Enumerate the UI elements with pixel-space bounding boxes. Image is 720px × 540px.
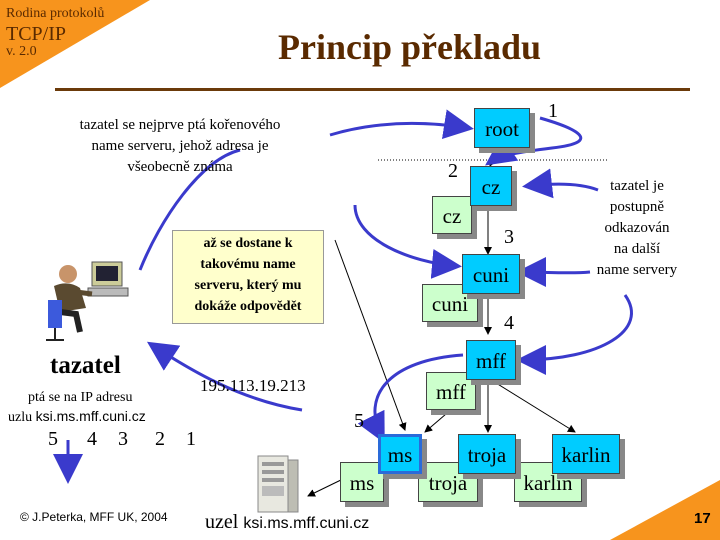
step-2: 2 <box>155 428 165 450</box>
title-rule <box>55 88 690 91</box>
step-number-2: 2 <box>448 160 458 182</box>
step-number-3: 3 <box>504 226 514 248</box>
asks-prefix: uzlu <box>8 410 36 425</box>
version-label: v. 2.0 <box>6 44 37 59</box>
arrow-to-cz <box>522 168 599 199</box>
note-referrals: tazatel je postupně odkazován na další n… <box>578 176 696 281</box>
arrow-root-reply <box>485 116 583 166</box>
ip-address-label: 195.113.19.213 <box>200 376 306 395</box>
arrow-from-tazatel <box>138 148 241 271</box>
host-label: uzel ksi.ms.mff.cuni.cz <box>205 511 369 534</box>
edge-ms-host <box>307 477 346 497</box>
note-until-line: takovému name <box>200 257 296 272</box>
server-computer-icon <box>257 455 299 513</box>
step-number-1: 1 <box>548 100 558 122</box>
asks-line2: uzlu ksi.ms.mff.cuni.cz <box>8 408 146 426</box>
arrow-answer <box>146 341 303 412</box>
note-until-line: dokáže odpovědět <box>194 299 302 314</box>
note-referrals-line: odkazován <box>604 220 670 236</box>
server-ms: ms <box>378 434 422 474</box>
host-prefix: uzel <box>205 511 244 533</box>
arrow-to-cuni <box>516 257 591 288</box>
page-number: 17 <box>694 510 711 527</box>
arrow-to-mff <box>516 294 633 375</box>
server-karlin: karlin <box>552 434 620 474</box>
step-4: 4 <box>87 428 97 450</box>
note-until-line: až se dostane k <box>203 236 293 251</box>
note-referrals-line: tazatel je <box>610 178 664 194</box>
server-cz: cz <box>470 166 512 206</box>
step-sequence: 5 4 3 2 1 <box>48 428 196 451</box>
copyright: © J.Peterka, MFF UK, 2004 <box>20 510 168 524</box>
server-mff: mff <box>466 340 516 380</box>
server-troja: troja <box>458 434 516 474</box>
step-3: 3 <box>118 428 128 450</box>
note-root-query-line: tazatel se nejprve ptá kořenového <box>79 117 281 133</box>
note-referrals-line: postupně <box>609 199 665 215</box>
series-label: Rodina protokolů <box>6 6 105 21</box>
note-referrals-line: name servery <box>596 262 678 278</box>
step-number-4: 4 <box>504 312 514 334</box>
note-root-query: tazatel se nejprve ptá kořenového name s… <box>40 115 320 178</box>
edge-mff-karlin <box>487 377 576 433</box>
user-at-computer-icon <box>46 261 129 341</box>
tazatel-label: tazatel <box>50 352 121 379</box>
zone-ms: ms <box>340 462 384 502</box>
corner-decoration-top <box>0 0 150 88</box>
page-title: Princip překladu <box>278 27 542 67</box>
step-number-5: 5 <box>354 410 364 432</box>
arrow-to-root <box>329 109 474 140</box>
server-cuni: cuni <box>462 254 520 294</box>
step-1: 1 <box>186 428 196 450</box>
arrow-cz-cuni <box>353 204 462 279</box>
server-root: root <box>474 108 530 148</box>
host-name: ksi.ms.mff.cuni.cz <box>243 515 370 532</box>
edge-note-ms <box>334 239 407 431</box>
protocol-label: TCP/IP <box>6 23 67 45</box>
asks-host: ksi.ms.mff.cuni.cz <box>35 408 146 424</box>
step-5: 5 <box>48 428 58 450</box>
corner-decoration-bottom <box>610 480 720 540</box>
note-referrals-line: na další <box>613 241 661 257</box>
zone-karlin: karlin <box>514 462 582 502</box>
asks-line1: ptá se na IP adresu <box>28 390 133 405</box>
note-until: až se dostane k takovému name serveru, k… <box>172 230 324 324</box>
arrow-to-ms <box>357 353 464 444</box>
zone-cz: cz <box>432 196 472 234</box>
note-root-query-line: všeobecně známa <box>127 159 233 175</box>
note-root-query-line: name serveru, jehož adresa je <box>91 138 269 154</box>
note-until-line: serveru, který mu <box>194 278 302 293</box>
